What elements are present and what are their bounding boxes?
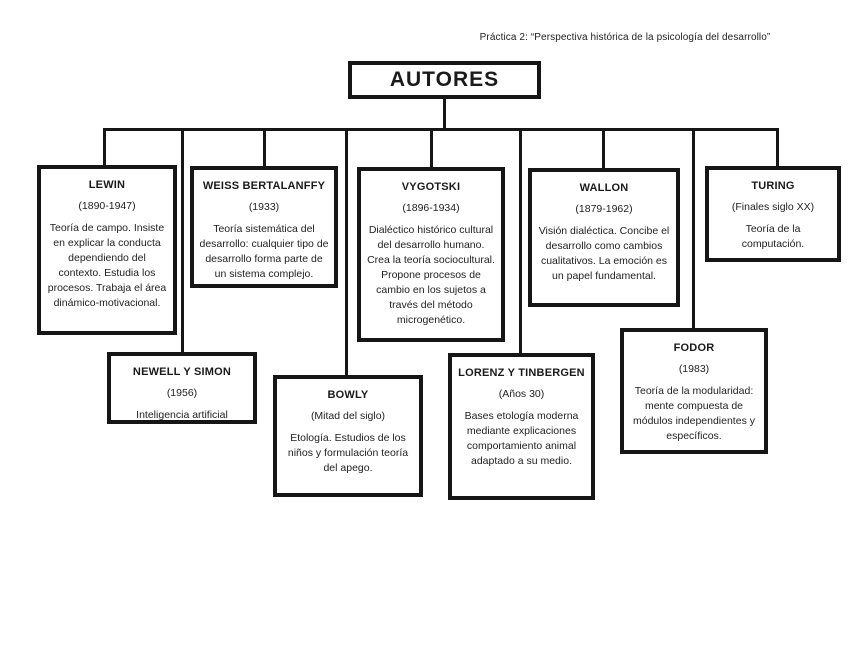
connector-drop-bowly: [345, 128, 348, 378]
node-newell-y-simon: NEWELL Y SIMON (1956) Inteligencia artif…: [107, 352, 257, 424]
node-wallon: WALLON (1879-1962) Visión dialéctica. Co…: [528, 168, 680, 307]
connector-drop-vygotski: [430, 128, 433, 170]
node-lewin: LEWIN (1890-1947) Teoría de campo. Insis…: [37, 165, 177, 335]
connector-bus: [103, 128, 779, 131]
node-period: (1879-1962): [575, 203, 633, 215]
node-description: Visión dialéctica. Concibe el desarrollo…: [538, 225, 670, 282]
connector-drop-fodor: [692, 128, 695, 331]
connector-drop-newell-y-simon: [181, 128, 184, 356]
node-description: Etología. Estudios de los niños y formul…: [287, 432, 409, 474]
node-description: Bases etología moderna mediante explicac…: [464, 410, 579, 467]
node-weiss-bertalanffy: WEISS BERTALANFFY (1933) Teoría sistemát…: [190, 166, 338, 288]
node-vygotski: VYGOTSKI (1896-1934) Dialéctico históric…: [357, 167, 505, 342]
node-fodor: FODOR (1983) Teoría de la modularidad: m…: [620, 328, 768, 454]
node-period: (Mitad del siglo): [310, 410, 386, 422]
node-title: WEISS BERTALANFFY: [202, 180, 326, 192]
node-period: (1983): [678, 363, 710, 375]
node-period: (1896-1934): [402, 202, 460, 214]
node-title: LORENZ Y TINBERGEN: [458, 367, 585, 379]
node-lorenz-y-tinbergen: LORENZ Y TINBERGEN (Años 30) Bases etolo…: [448, 353, 595, 500]
node-title: LEWIN: [88, 179, 126, 191]
node-description: Inteligencia artificial: [136, 409, 228, 421]
node-bowly: BOWLY (Mitad del siglo) Etología. Estudi…: [273, 375, 423, 497]
node-title: FODOR: [673, 342, 715, 354]
node-period: (1956): [166, 387, 198, 399]
node-description: Teoría de la computación.: [741, 223, 805, 250]
node-description: Teoría sistemática del desarrollo: cualq…: [199, 223, 329, 280]
node-title: WALLON: [579, 182, 629, 194]
node-period: (Finales siglo XX): [731, 201, 815, 213]
connector-drop-wallon: [602, 128, 605, 171]
node-period: (1933): [248, 201, 280, 213]
node-description: Dialéctico histórico cultural del desarr…: [367, 224, 495, 326]
node-title: TURING: [751, 180, 795, 192]
root-node-autores: AUTORES: [348, 61, 541, 99]
node-title: BOWLY: [327, 389, 369, 401]
node-description: Teoría de la modularidad: mente compuest…: [632, 385, 755, 442]
node-period: (Años 30): [498, 388, 545, 400]
node-title: NEWELL Y SIMON: [132, 366, 232, 378]
connector-drop-lewin: [103, 128, 106, 168]
node-turing: TURING (Finales siglo XX) Teoría de la c…: [705, 166, 841, 262]
connector-drop-lorenz-y-tinbergen: [519, 128, 522, 356]
root-node-label: AUTORES: [389, 68, 500, 91]
page-title: Práctica 2: “Perspectiva histórica de la…: [479, 32, 771, 43]
connector-drop-turing: [776, 128, 779, 169]
connector-drop-weiss-bertalanffy: [263, 128, 266, 169]
node-period: (1890-1947): [78, 200, 136, 212]
connector-root-stem: [443, 99, 446, 131]
node-description: Teoría de campo. Insiste en explicar la …: [47, 222, 167, 309]
node-title: VYGOTSKI: [401, 181, 461, 193]
